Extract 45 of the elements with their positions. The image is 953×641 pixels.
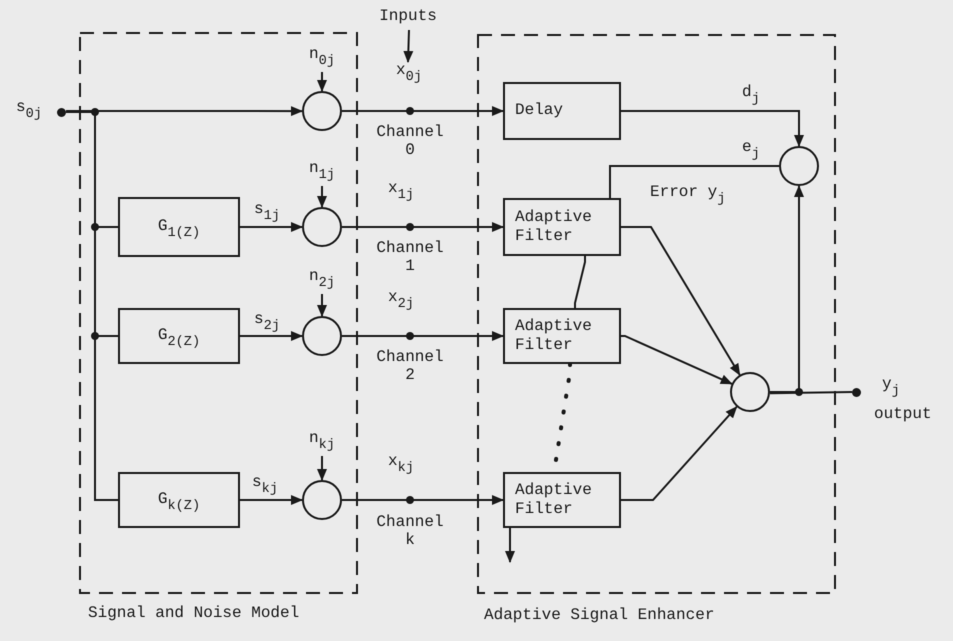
channel-label: Channel k — [375, 514, 445, 550]
process-box: G$_{1(Z)}$ — [118, 197, 240, 257]
process-box: Adaptive Filter — [503, 472, 621, 528]
arrow — [317, 186, 327, 208]
summing-junction — [302, 316, 342, 356]
noise-label: n$_{kj}$ — [298, 430, 346, 456]
process-box: Adaptive Filter — [503, 198, 621, 256]
summing-junction — [779, 146, 819, 186]
arrow — [621, 406, 738, 501]
arrow — [621, 335, 733, 385]
arrow — [342, 331, 504, 341]
arrow — [342, 495, 504, 505]
arrow — [403, 30, 414, 63]
arrow — [317, 72, 327, 92]
process-box: G$_{2(Z)}$ — [118, 308, 240, 364]
process-box: Adaptive Filter — [503, 308, 621, 364]
arrow — [342, 222, 504, 232]
arrow — [66, 106, 303, 116]
arrow — [240, 495, 303, 505]
arrow — [317, 456, 327, 481]
output-label: output — [874, 406, 932, 424]
arrow — [770, 185, 804, 393]
arrow — [621, 110, 804, 147]
channel-label: Channel 0 — [375, 124, 445, 160]
arrow — [621, 226, 741, 376]
process-box: G$_{k(Z)}$ — [118, 472, 240, 528]
noise-label: n$_{1j}$ — [298, 160, 346, 186]
region-title: Signal and Noise Model — [88, 605, 300, 623]
arrow — [240, 331, 303, 341]
process-box: Delay — [503, 82, 621, 140]
arrow — [342, 106, 504, 116]
region-title: Adaptive Signal Enhancer — [484, 607, 714, 625]
arrow — [505, 528, 515, 563]
summing-junction — [302, 91, 342, 131]
arrow — [317, 294, 327, 317]
channel-label: Channel 2 — [375, 349, 445, 384]
arrow — [240, 222, 303, 232]
channel-label: Channel 1 — [375, 240, 445, 276]
noise-label: n$_{0j}$ — [298, 46, 346, 72]
summing-junction — [302, 480, 342, 520]
channel-signal-label: x$_{0j}$ — [386, 62, 432, 88]
summing-junction — [302, 207, 342, 247]
summing-junction — [730, 372, 770, 412]
inputs-label: Inputs — [375, 8, 441, 30]
noise-label: n$_{2j}$ — [298, 268, 346, 294]
